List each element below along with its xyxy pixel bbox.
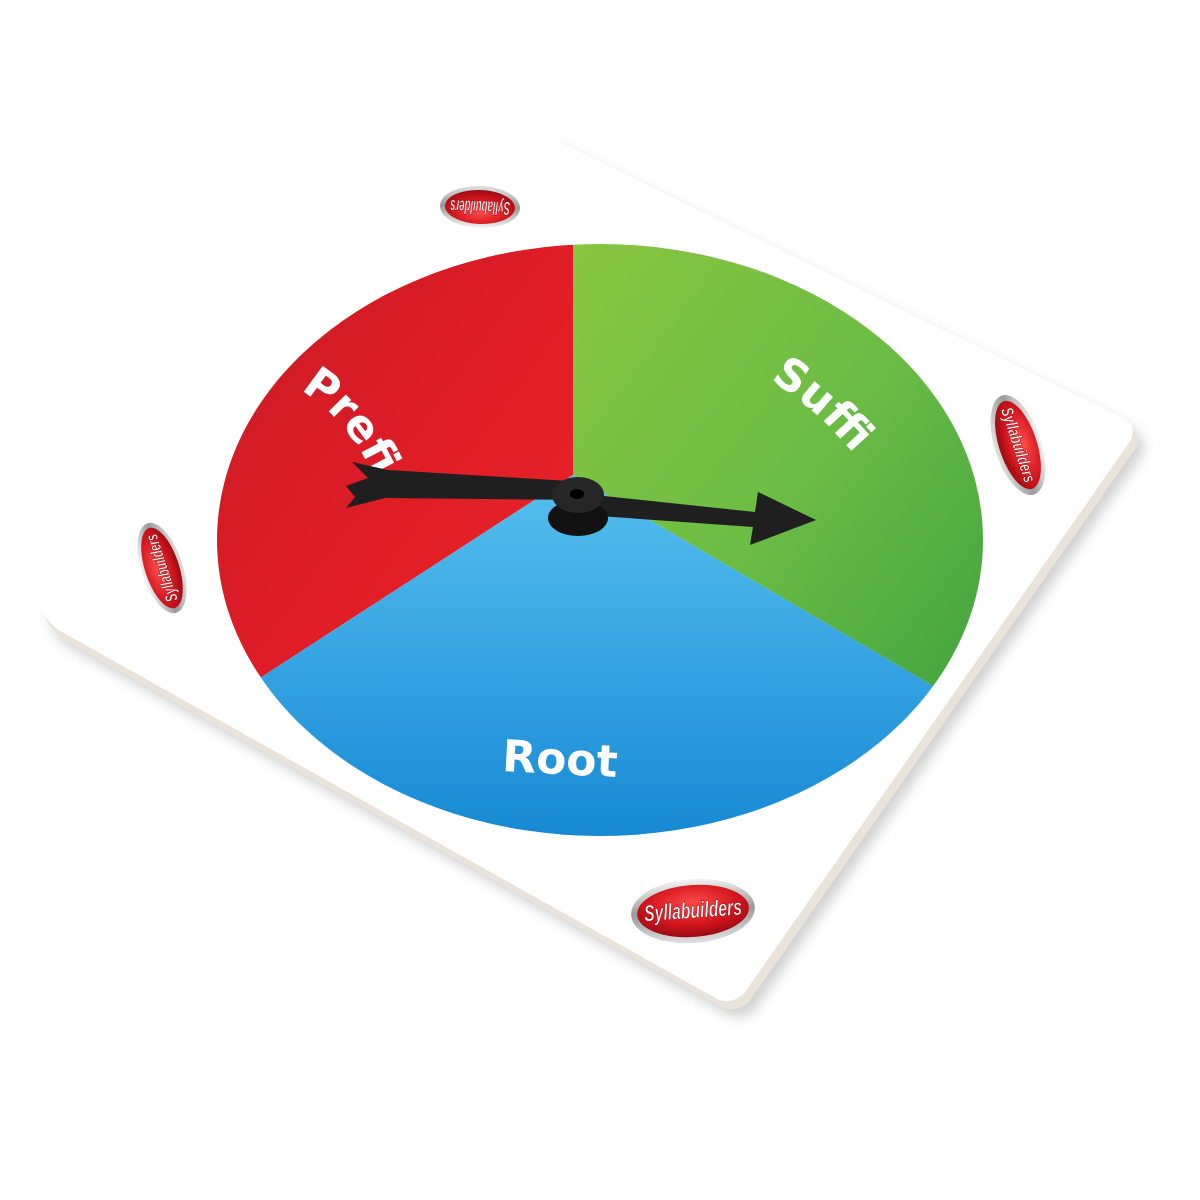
spinner-pointer[interactable]: [346, 462, 816, 545]
pointer-hub-hole: [570, 489, 584, 499]
brand-badge-top: Syllabuilders: [440, 185, 520, 229]
brand-logo-text: Syllabuilders: [450, 195, 511, 218]
pointer-tail-icon: [346, 462, 585, 508]
segment-label-root: Root: [501, 731, 619, 788]
brand-badge-right: Syllabuilders: [990, 395, 1046, 495]
brand-badge-bottom: Syllabuilders: [631, 878, 755, 944]
segment-label-prefix: Prefix: [0, 0, 410, 482]
pointer-arrow-icon: [585, 492, 816, 545]
